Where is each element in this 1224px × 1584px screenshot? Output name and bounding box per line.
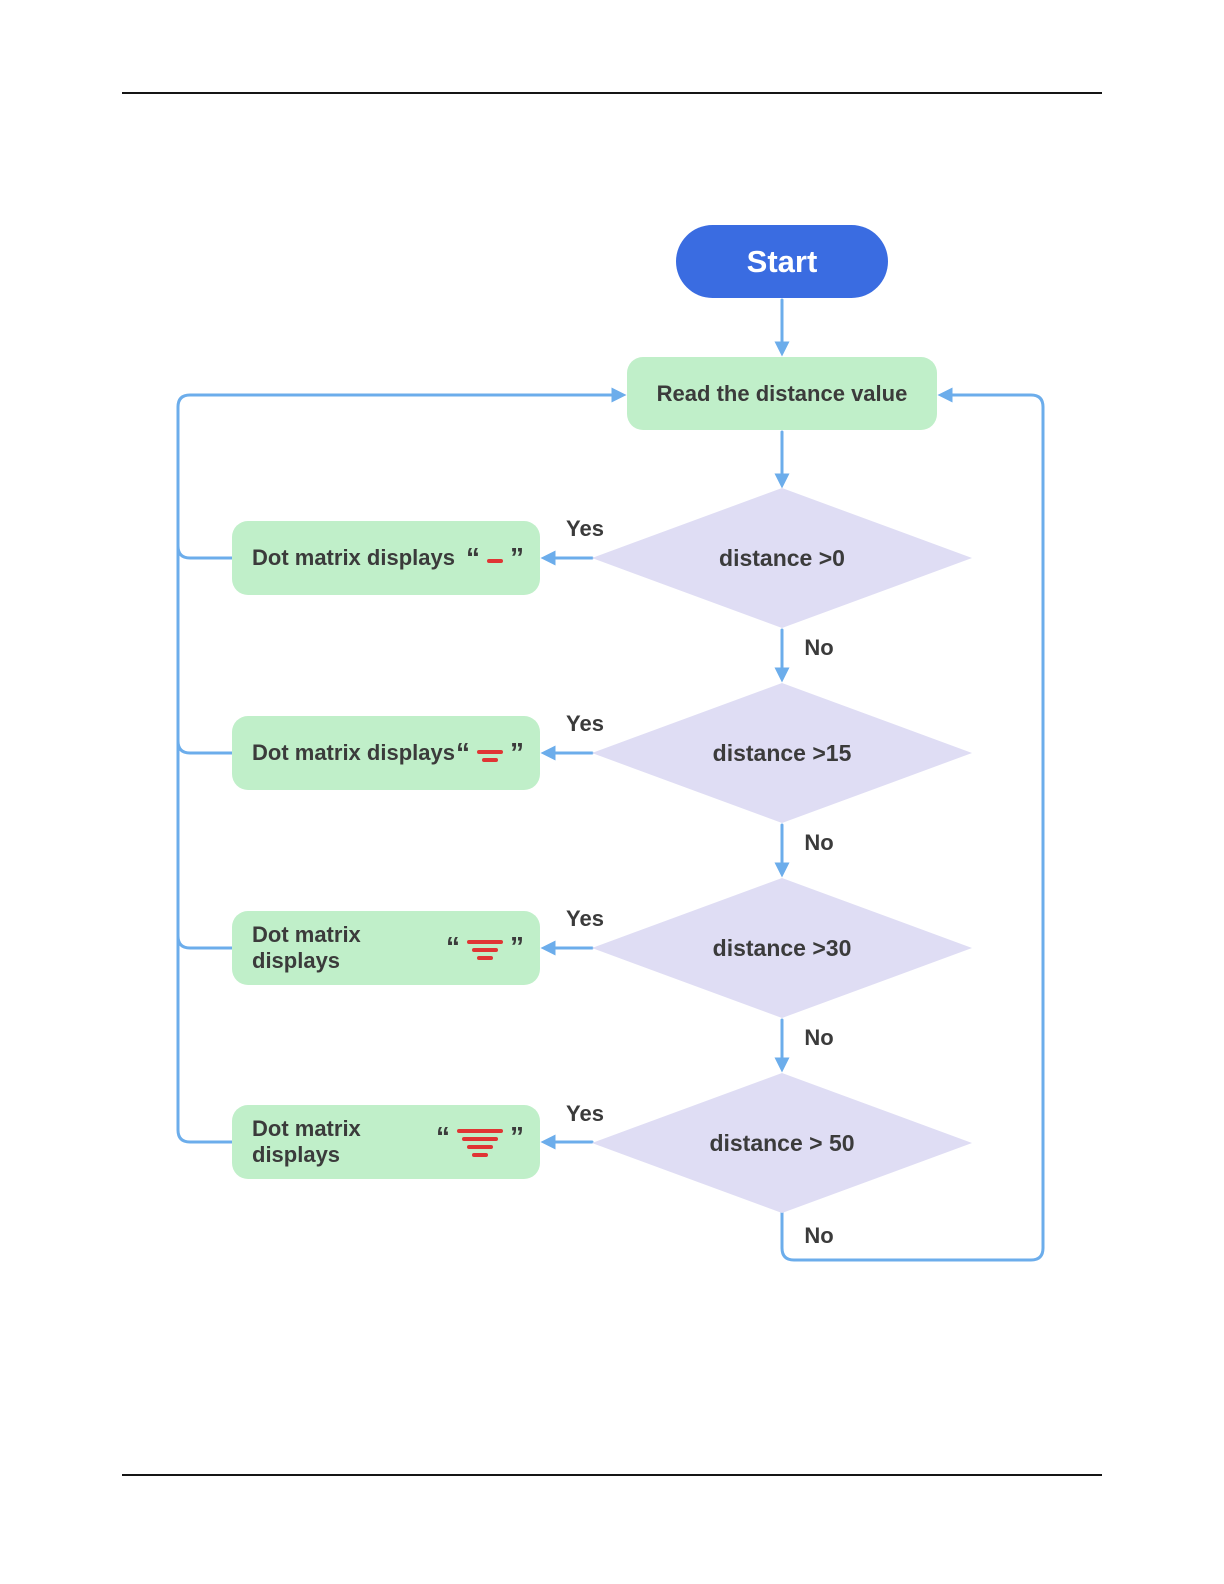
close-quote: ” — [510, 737, 524, 768]
dot-matrix-3-bars-icon: “ ” — [446, 930, 524, 962]
edge-label-no-2: No — [804, 830, 834, 855]
dot-matrix-bars — [477, 750, 503, 762]
header-rule — [122, 92, 1102, 94]
footer-rule — [122, 1474, 1102, 1476]
close-quote: ” — [510, 1121, 524, 1152]
dot-matrix-1-bar-icon: “ ” — [466, 542, 524, 573]
decision-label: distance >0 — [719, 544, 845, 571]
close-quote: ” — [510, 542, 524, 573]
edge-label-yes-3: Yes — [566, 906, 604, 931]
edge-label-no-4: No — [804, 1223, 834, 1248]
dot-matrix-bars — [467, 939, 503, 960]
display-label: Dot matrix displays — [252, 545, 455, 570]
open-quote: “ — [436, 1121, 450, 1152]
display-label: Dot matrix displays — [252, 1116, 361, 1167]
dot-matrix-2-bars-icon: “ ” — [456, 737, 524, 768]
read-distance-node: Read the distance value — [627, 357, 937, 430]
edge-label-yes-2: Yes — [566, 711, 604, 736]
dot-matrix-bars — [457, 1129, 503, 1157]
left-loop-line — [176, 387, 627, 1144]
decision-label: distance >15 — [712, 739, 852, 766]
dot-matrix-4-bars-icon: “ ” — [436, 1121, 524, 1157]
edge-label-no-1: No — [804, 635, 834, 660]
left-loop-stub-3 — [176, 934, 234, 950]
display-node-1: Dot matrix displays “ ” — [232, 521, 540, 595]
left-loop-stub-1 — [176, 544, 234, 560]
open-quote: “ — [446, 930, 460, 962]
display-node-4: Dot matrix displays “ ” — [232, 1105, 540, 1179]
edge-label-yes-4: Yes — [566, 1101, 604, 1126]
open-quote: “ — [456, 737, 470, 768]
decision-label: distance > 50 — [709, 1129, 855, 1156]
display-node-2: Dot matrix displays “ ” — [232, 716, 540, 790]
display-label: Dot matrix displays — [252, 922, 361, 973]
right-loop-no-line — [780, 387, 1045, 1262]
start-node: Start — [676, 225, 888, 298]
close-quote: ” — [510, 930, 524, 962]
left-loop-stub-2 — [176, 739, 234, 755]
display-node-3: Dot matrix displays “ ” — [232, 911, 540, 985]
decision-label: distance >30 — [712, 934, 852, 961]
dot-matrix-bars — [487, 559, 503, 563]
edge-label-no-3: No — [804, 1025, 834, 1050]
open-quote: “ — [466, 542, 480, 573]
edge-label-yes-1: Yes — [566, 516, 604, 541]
display-label: Dot matrix displays — [252, 740, 455, 765]
